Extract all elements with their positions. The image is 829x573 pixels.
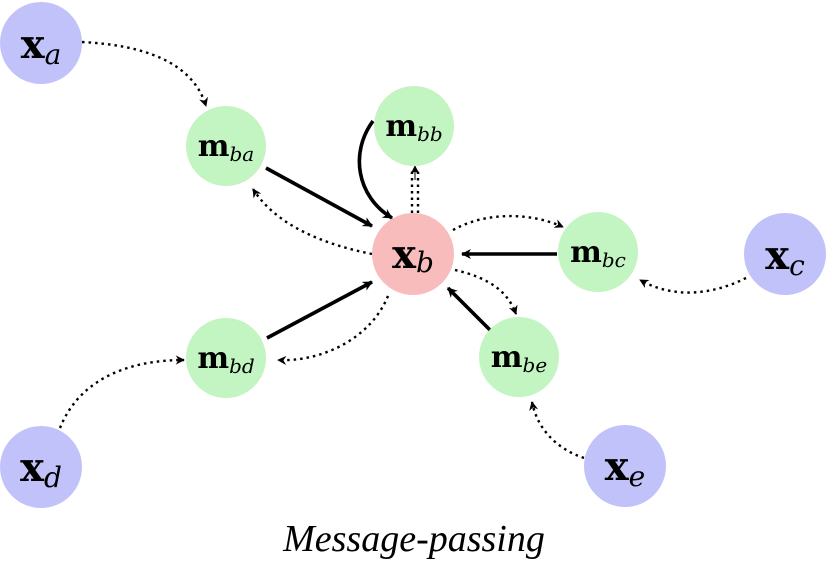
- svg-text:xb: xb: [392, 231, 434, 279]
- edge-mba-to-xb: [265, 166, 373, 228]
- edge-mbb-to-xb: [357, 119, 393, 220]
- node-mbe: mbe: [479, 317, 559, 397]
- edge-xb-to-mba: [251, 188, 373, 256]
- svg-text:xa: xa: [21, 21, 62, 71]
- svg-text:mba: mba: [198, 129, 254, 166]
- svg-text:mbd: mbd: [197, 341, 254, 378]
- svg-text:xc: xc: [765, 232, 805, 282]
- svg-text:xe: xe: [605, 443, 645, 493]
- node-mbd: mbd: [186, 318, 266, 398]
- svg-text:mbb: mbb: [385, 109, 442, 146]
- node-xd: xd: [0, 426, 82, 508]
- svg-text:xd: xd: [20, 444, 62, 494]
- diagram-caption: Message-passing: [282, 518, 545, 560]
- node-mbb: mbb: [374, 86, 454, 166]
- edge-xd-to-mbd: [58, 355, 185, 429]
- node-xa: xa: [0, 2, 82, 84]
- node-xe: xe: [584, 425, 666, 507]
- node-xb: xb: [372, 213, 454, 295]
- node-xc: xc: [744, 213, 826, 295]
- edge-xe-to-mbe: [529, 401, 585, 460]
- edge-xc-to-mbc: [639, 276, 747, 294]
- edge-mbe-to-xb: [446, 286, 492, 332]
- edge-mbd-to-xb: [266, 280, 373, 340]
- node-mbc: mbc: [558, 212, 638, 292]
- edge-xb-to-mbe: [454, 268, 518, 315]
- edge-xb-to-mbc: [452, 214, 564, 232]
- edge-xa-to-mba: [81, 40, 208, 107]
- nodes: xa xc xd xe xb: [0, 2, 826, 508]
- node-mba: mba: [186, 106, 266, 186]
- edges: [58, 40, 747, 460]
- edge-xb-to-mbd: [277, 295, 390, 365]
- svg-text:mbc: mbc: [570, 235, 626, 272]
- svg-text:mbe: mbe: [491, 340, 547, 377]
